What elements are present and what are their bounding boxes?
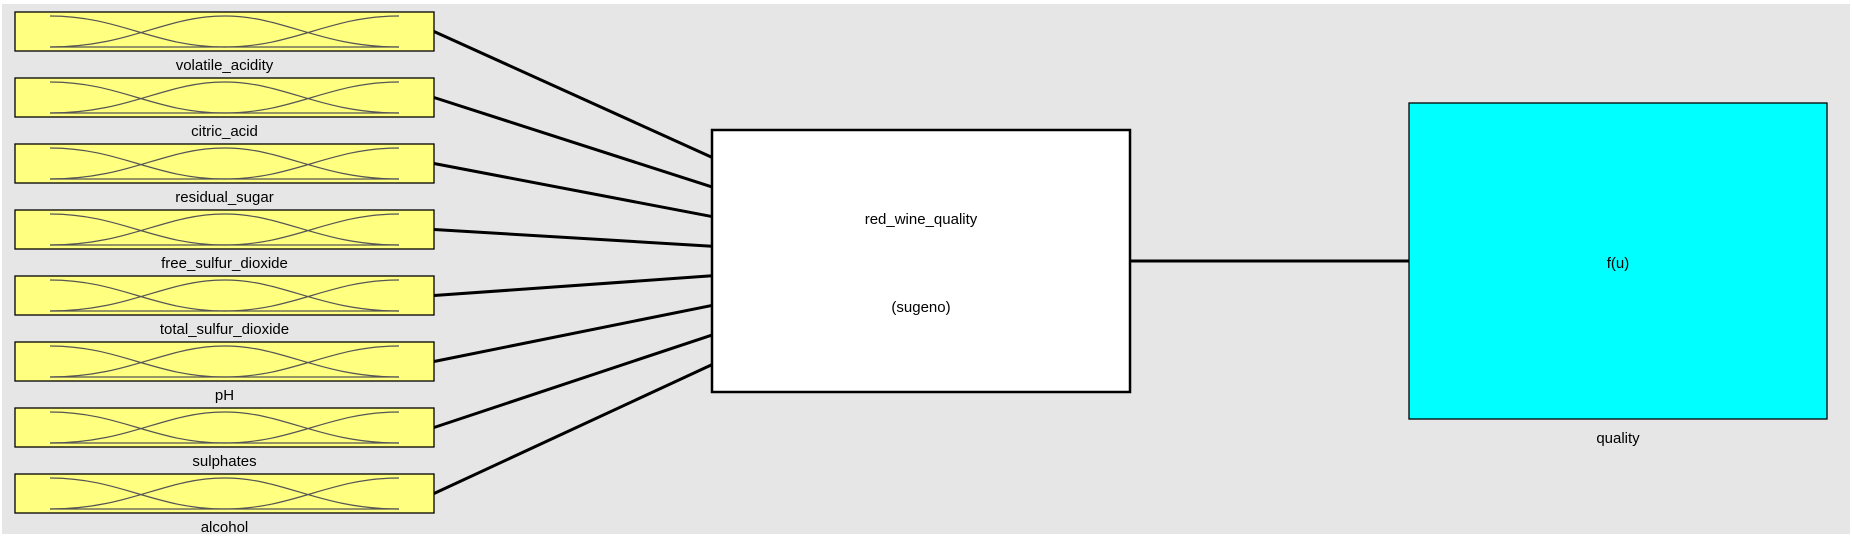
output-function-label: f(u) bbox=[1607, 255, 1630, 272]
output-function-box[interactable] bbox=[1408, 102, 1828, 420]
input-name-label: citric_acid bbox=[191, 123, 258, 140]
membership-function-curve bbox=[49, 477, 400, 510]
input-variable-sulphates[interactable]: sulphates bbox=[14, 407, 435, 470]
input-name-label: sulphates bbox=[192, 453, 256, 470]
input-connection-line bbox=[433, 30, 713, 159]
membership-function-curve bbox=[49, 411, 400, 444]
input-variable-residual-sugar[interactable]: residual_sugar bbox=[14, 143, 435, 206]
input-connection-line bbox=[433, 303, 713, 363]
fis-system-box[interactable] bbox=[710, 128, 1132, 394]
connections bbox=[433, 30, 713, 495]
input-variable-total-sulfur-dioxide[interactable]: total_sulfur_dioxide bbox=[14, 275, 435, 338]
membership-function-curve bbox=[49, 477, 225, 510]
membership-function-curve bbox=[49, 279, 400, 312]
membership-function-curve bbox=[49, 15, 225, 48]
input-name-label: total_sulfur_dioxide bbox=[160, 321, 289, 338]
membership-function-curve bbox=[49, 213, 400, 246]
input-variable-ph[interactable]: pH bbox=[14, 341, 435, 404]
input-name-label: alcohol bbox=[201, 519, 249, 536]
output-name-label: quality bbox=[1596, 430, 1640, 447]
input-connection-line bbox=[433, 363, 713, 495]
membership-function-curve bbox=[49, 147, 400, 180]
membership-function-curve bbox=[49, 279, 225, 312]
input-variable-alcohol[interactable]: alcohol bbox=[14, 473, 435, 536]
membership-function-curve bbox=[224, 345, 400, 378]
input-connection-line bbox=[433, 333, 713, 429]
output-variable-block[interactable]: f(u) quality bbox=[1408, 102, 1828, 447]
input-variable-volatile-acidity[interactable]: volatile_acidity bbox=[14, 11, 435, 74]
membership-function-curve bbox=[49, 15, 400, 48]
membership-function-curve bbox=[49, 147, 225, 180]
system-type-label: (sugeno) bbox=[891, 299, 950, 316]
input-connection-line bbox=[433, 162, 713, 219]
membership-function-curve bbox=[49, 81, 225, 114]
membership-function-curve bbox=[49, 411, 225, 444]
membership-function-curve bbox=[49, 213, 225, 246]
input-name-label: free_sulfur_dioxide bbox=[161, 255, 288, 272]
membership-function-curve bbox=[224, 411, 400, 444]
membership-function-curve bbox=[224, 147, 400, 180]
membership-function-curve bbox=[224, 81, 400, 114]
input-connection-line bbox=[433, 274, 713, 297]
input-name-label: pH bbox=[215, 387, 234, 404]
membership-function-curve bbox=[224, 213, 400, 246]
membership-function-curve bbox=[49, 345, 225, 378]
system-name-label: red_wine_quality bbox=[865, 211, 978, 228]
membership-function-curve bbox=[224, 477, 400, 510]
input-connection-line bbox=[433, 96, 713, 189]
input-name-label: residual_sugar bbox=[175, 189, 273, 206]
membership-function-curve bbox=[49, 345, 400, 378]
input-connection-line bbox=[433, 228, 713, 248]
membership-function-curve bbox=[224, 279, 400, 312]
input-variables: volatile_acidity citric_acid residual_suga… bbox=[14, 11, 435, 536]
fis-system-block[interactable]: red_wine_quality (sugeno) bbox=[710, 128, 1132, 394]
input-variable-free-sulfur-dioxide[interactable]: free_sulfur_dioxide bbox=[14, 209, 435, 272]
input-name-label: volatile_acidity bbox=[176, 57, 274, 74]
membership-function-curve bbox=[49, 81, 400, 114]
input-variable-citric-acid[interactable]: citric_acid bbox=[14, 77, 435, 140]
membership-function-curve bbox=[224, 15, 400, 48]
